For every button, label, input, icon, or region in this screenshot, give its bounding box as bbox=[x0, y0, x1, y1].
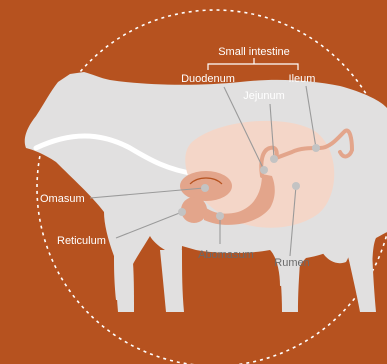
dot-abomasum bbox=[216, 212, 224, 220]
label-ileum: Ileum bbox=[289, 73, 316, 85]
label-omasum: Omasum bbox=[40, 193, 85, 205]
dot-omasum bbox=[201, 184, 209, 192]
cow-leg-front-left bbox=[117, 250, 135, 312]
dot-ileum bbox=[312, 144, 320, 152]
dot-duodenum bbox=[260, 166, 268, 174]
label-reticulum: Reticulum bbox=[57, 235, 106, 247]
dot-jejunum bbox=[270, 155, 278, 163]
label-duodenum: Duodenum bbox=[181, 73, 235, 85]
label-small-intestine: Small intestine bbox=[218, 46, 290, 58]
label-jejunum: Jejunum bbox=[243, 90, 285, 102]
dot-rumen bbox=[292, 182, 300, 190]
dot-reticulum bbox=[178, 208, 186, 216]
label-abomasum: Abomasum bbox=[198, 249, 254, 261]
label-rumen: Rumen bbox=[274, 257, 309, 269]
